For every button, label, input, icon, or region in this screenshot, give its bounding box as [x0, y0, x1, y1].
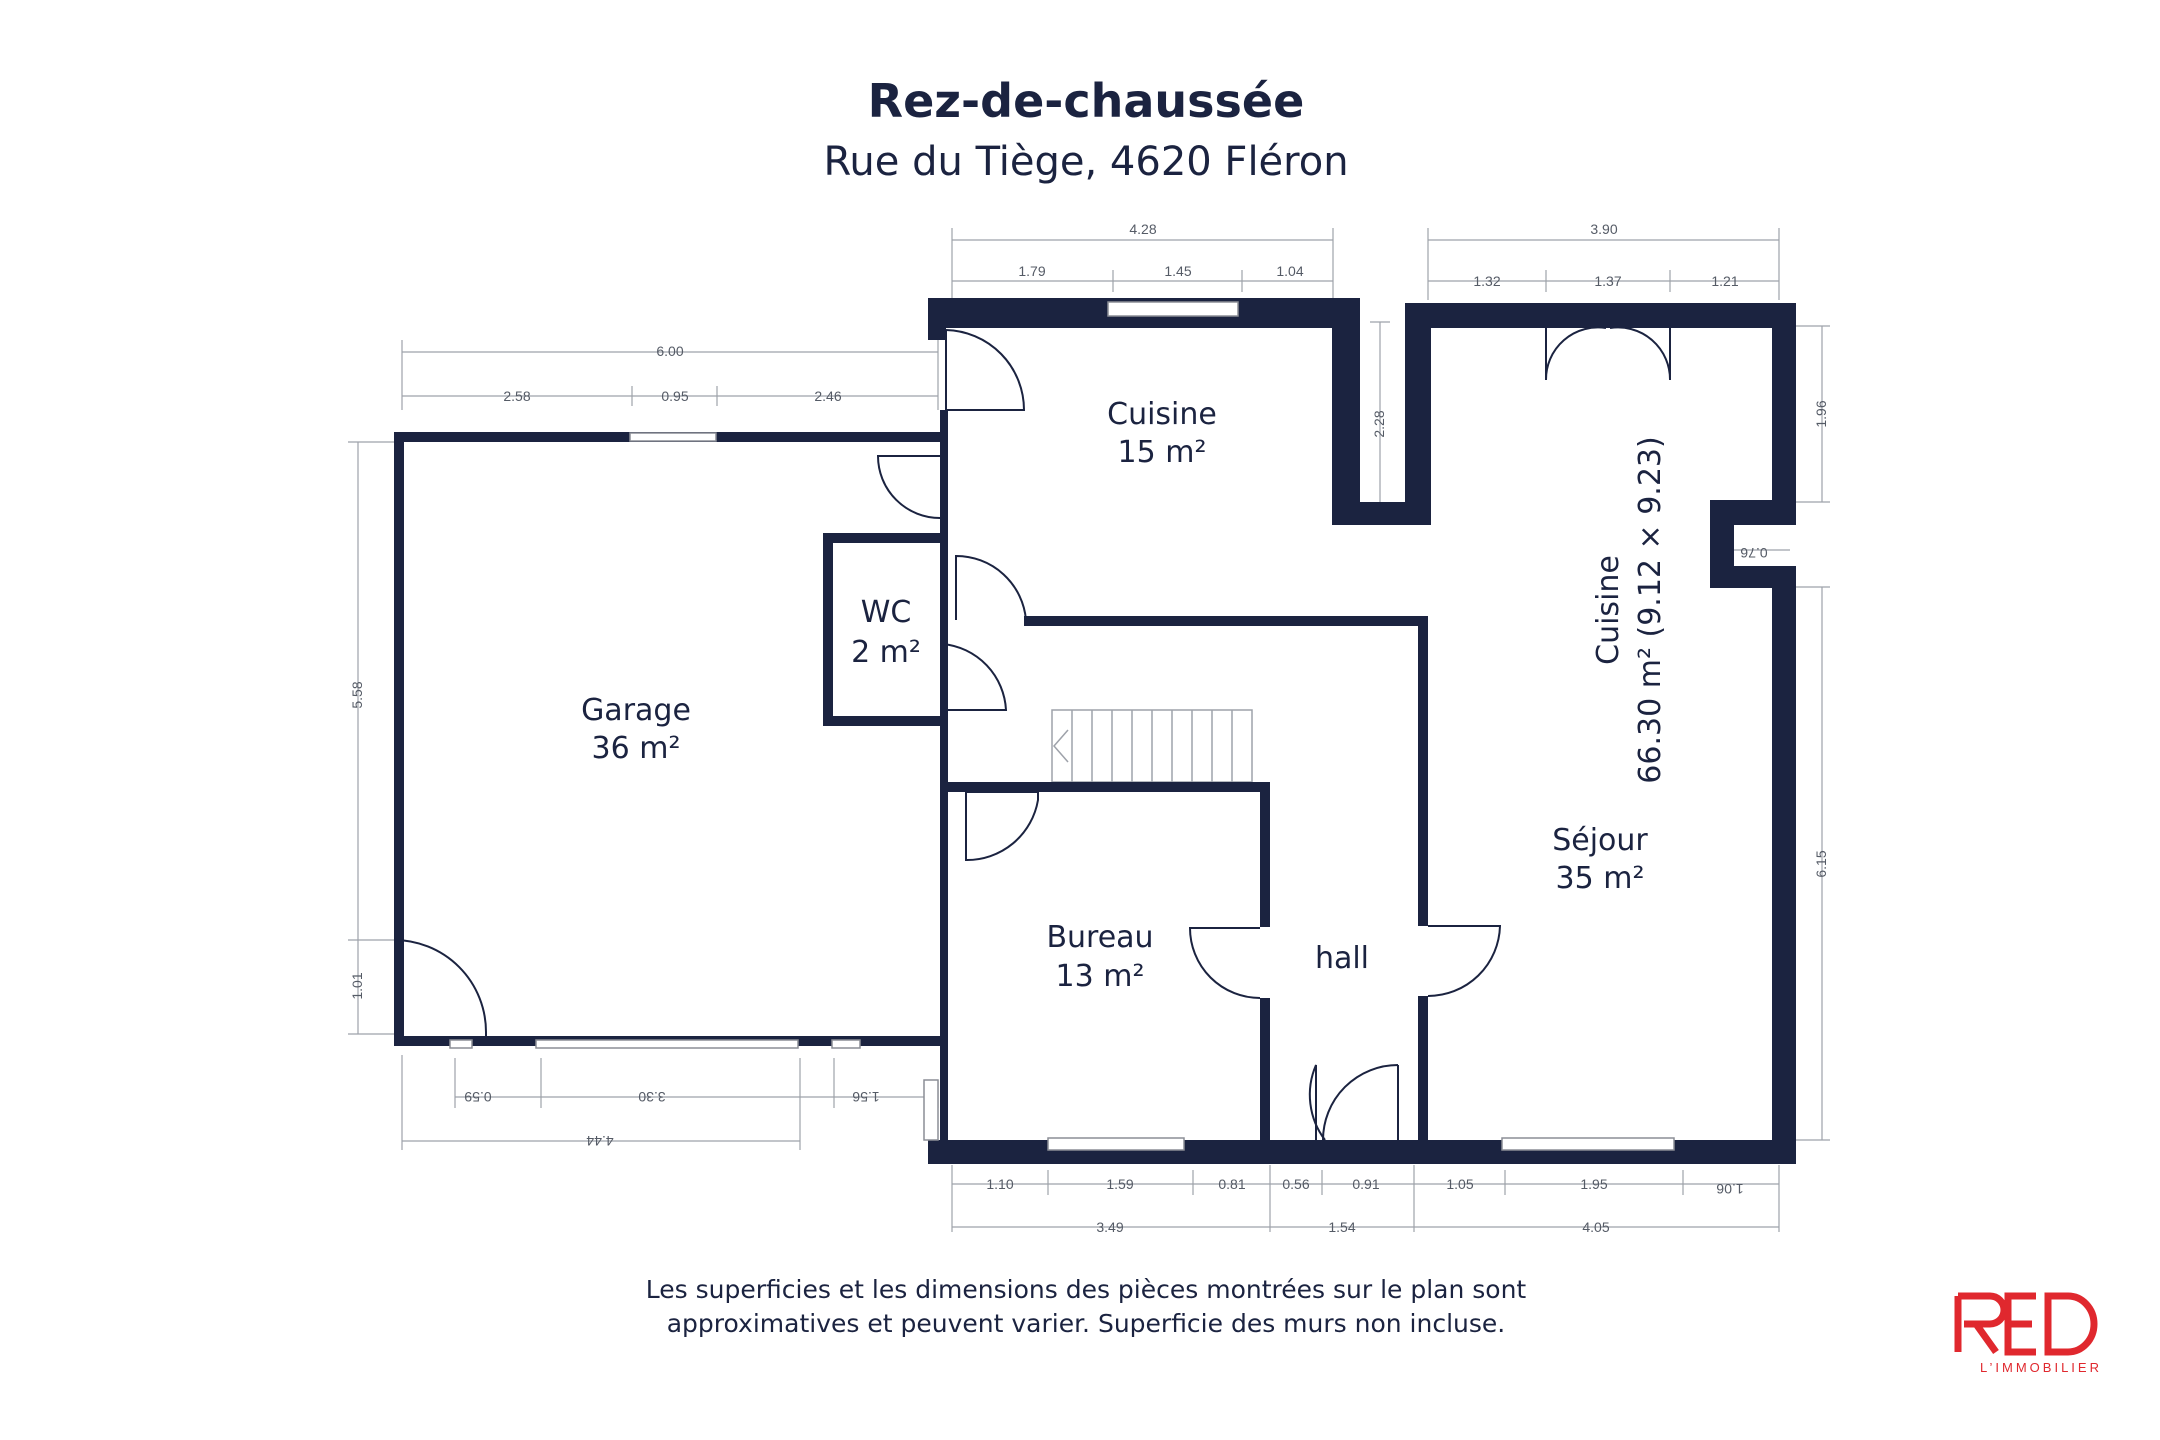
room-sejour-name: Séjour — [1552, 823, 1648, 858]
dim-label: 1.04 — [1276, 263, 1303, 279]
plan-title: Rez-de-chaussée — [868, 74, 1305, 128]
room-cuisine-big-name: Cuisine — [1591, 555, 1626, 665]
dim-label: 0.59 — [464, 1089, 491, 1105]
dim-label: 2.46 — [814, 388, 841, 404]
room-cuisine-area: 15 m² — [1118, 435, 1207, 470]
room-wc-name: WC — [861, 595, 912, 630]
dim-label: 1.21 — [1711, 273, 1738, 289]
dim-label: 3.90 — [1590, 221, 1617, 237]
dim-label: 3.49 — [1096, 1219, 1123, 1235]
dimension-labels: 4.28 1.79 1.45 1.04 3.90 1.32 1.37 1.21 … — [349, 221, 1829, 1235]
dim-label: 1.79 — [1018, 263, 1045, 279]
dim-label: 2.58 — [503, 388, 530, 404]
dim-label: 4.44 — [586, 1133, 613, 1149]
dim-label: 1.59 — [1106, 1176, 1133, 1192]
logo-tagline: L’IMMOBILIER — [1980, 1360, 2102, 1375]
dim-label: 2.28 — [1371, 410, 1387, 437]
dim-label: 1.10 — [986, 1176, 1013, 1192]
dim-label: 1.96 — [1813, 400, 1829, 427]
dim-label: 0.91 — [1352, 1176, 1379, 1192]
red-logo: L’IMMOBILIER — [1954, 1292, 2102, 1375]
room-bureau-area: 13 m² — [1056, 959, 1145, 994]
dim-label: 1.06 — [1716, 1181, 1743, 1197]
room-garage-area: 36 m² — [592, 731, 681, 766]
dim-label: 0.56 — [1282, 1176, 1309, 1192]
disclaimer-line-1: Les superficies et les dimensions des pi… — [646, 1275, 1527, 1304]
dim-label: 1.37 — [1594, 273, 1621, 289]
dim-label: 1.01 — [349, 972, 365, 999]
disclaimer-line-2: approximatives et peuvent varier. Superf… — [667, 1309, 1506, 1338]
room-wc-area: 2 m² — [851, 635, 921, 670]
dim-label: 1.54 — [1328, 1219, 1355, 1235]
room-cuisine-big-area: 66.30 m² (9.12 × 9.23) — [1633, 436, 1668, 783]
dim-label: 1.32 — [1473, 273, 1500, 289]
room-garage-name: Garage — [581, 693, 691, 728]
dim-label: 3.30 — [638, 1089, 665, 1105]
dim-label: 0.81 — [1218, 1176, 1245, 1192]
dim-label: 6.15 — [1813, 850, 1829, 877]
doors — [393, 326, 1672, 1141]
dim-label: 1.95 — [1580, 1176, 1607, 1192]
dim-label: 0.76 — [1740, 545, 1767, 561]
dim-label: 6.00 — [656, 343, 683, 359]
room-bureau-name: Bureau — [1046, 920, 1153, 955]
dim-label: 5.58 — [349, 681, 365, 708]
dimension-lines — [348, 228, 1830, 1232]
dim-label: 1.05 — [1446, 1176, 1473, 1192]
plan-address: Rue du Tiège, 4620 Fléron — [823, 139, 1348, 185]
windows — [449, 301, 1675, 1151]
room-sejour-area: 35 m² — [1556, 861, 1645, 896]
dim-label: 1.45 — [1164, 263, 1191, 279]
dim-label: 1.56 — [852, 1089, 879, 1105]
dim-label: 0.95 — [661, 388, 688, 404]
room-hall-name: hall — [1315, 941, 1369, 976]
dim-label: 4.28 — [1129, 221, 1156, 237]
staircase — [1051, 709, 1253, 783]
dim-label: 4.05 — [1582, 1219, 1609, 1235]
room-cuisine-name: Cuisine — [1107, 397, 1217, 432]
